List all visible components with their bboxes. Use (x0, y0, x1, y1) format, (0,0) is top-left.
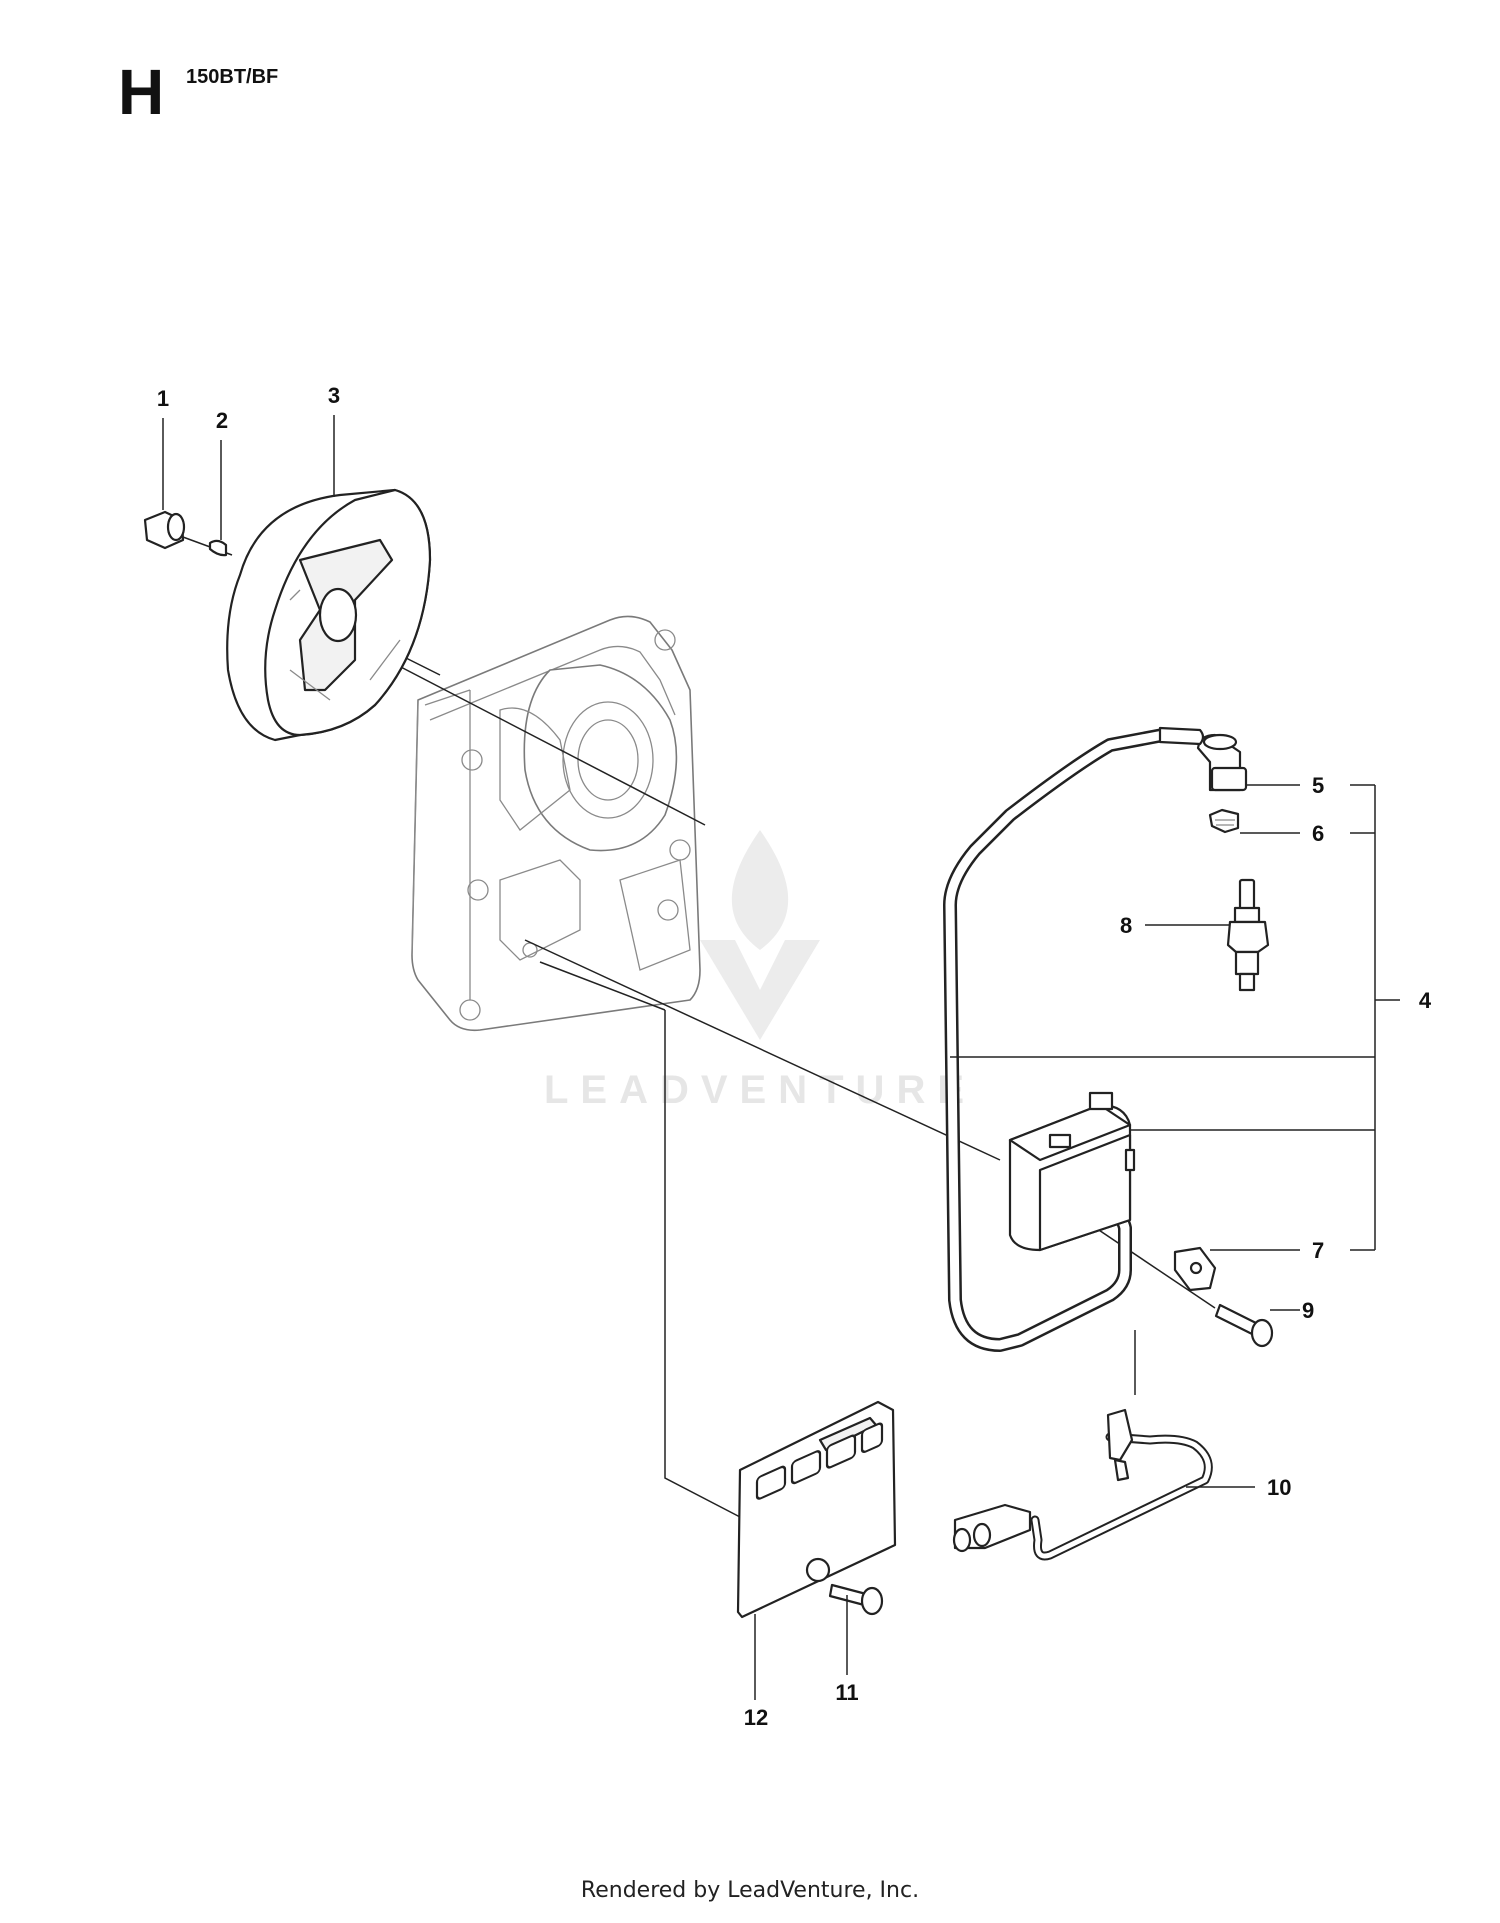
callout-6: 6 (1312, 821, 1324, 846)
callout-1: 1 (157, 386, 169, 411)
part-3-flywheel (226, 488, 432, 742)
part-10-short-circuit-wire (952, 1408, 1213, 1561)
callout-4: 4 (1419, 988, 1432, 1013)
crankcase-housing (411, 615, 701, 1032)
watermark-v-icon (700, 940, 820, 1040)
callout-3: 3 (328, 383, 340, 408)
part-8-spark-plug (1226, 878, 1270, 992)
part-12-plate (736, 1400, 897, 1619)
callout-12: 12 (744, 1705, 768, 1730)
section-letter: H (118, 56, 165, 128)
callout-7: 7 (1312, 1238, 1324, 1263)
watermark-text: LEADVENTURE (544, 1068, 976, 1112)
watermark: LEADVENTURE (544, 830, 976, 1112)
part-9-screw (1214, 1303, 1274, 1348)
callout-10: 10 (1267, 1475, 1291, 1500)
part-6-spring (1208, 808, 1240, 834)
part-11-screw (828, 1583, 884, 1616)
callout-11: 11 (835, 1680, 858, 1705)
part-5-spark-plug-boot (1196, 733, 1248, 792)
part-4-ignition-cable (943, 726, 1205, 1352)
callout-5: 5 (1312, 773, 1324, 798)
callout-9: 9 (1302, 1298, 1314, 1323)
callout-leaders (162, 415, 1400, 1700)
callout-numbers: 1 2 3 4 5 6 7 8 9 10 11 12 (157, 383, 1432, 1730)
part-7-clip (1173, 1246, 1217, 1292)
part-1-nut (143, 510, 186, 550)
callout-2: 2 (216, 408, 228, 433)
callout-8: 8 (1120, 913, 1132, 938)
part-4-ignition-module (1008, 1091, 1136, 1252)
footer-credit: Rendered by LeadVenture, Inc. (580, 1878, 920, 1903)
model-code: 150BT/BF (186, 66, 279, 88)
watermark-flame-icon (731, 830, 789, 950)
part-2-key (208, 539, 228, 557)
